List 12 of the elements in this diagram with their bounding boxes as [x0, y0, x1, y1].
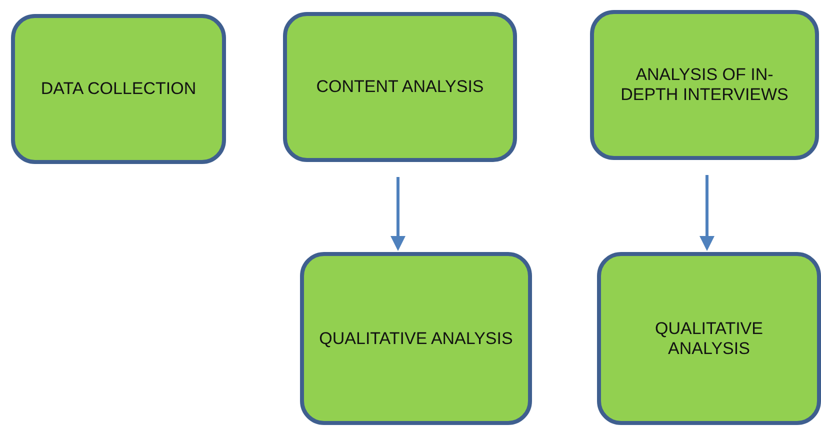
arrow	[390, 177, 406, 251]
arrow	[700, 175, 714, 251]
process-box	[590, 10, 819, 160]
process-box	[597, 252, 821, 425]
box-label: QUALITATIVE ANALYSIS	[654, 318, 764, 358]
process-box	[300, 252, 532, 425]
process-box	[283, 12, 517, 162]
box-label: ANALYSIS OF IN-DEPTH INTERVIEWS	[620, 65, 790, 105]
box-label: QUALITATIVE ANALYSIS	[319, 328, 513, 348]
box-label: CONTENT ANALYSIS	[316, 77, 484, 97]
box-label: DATA COLLECTION	[40, 79, 196, 99]
process-box	[11, 14, 226, 164]
